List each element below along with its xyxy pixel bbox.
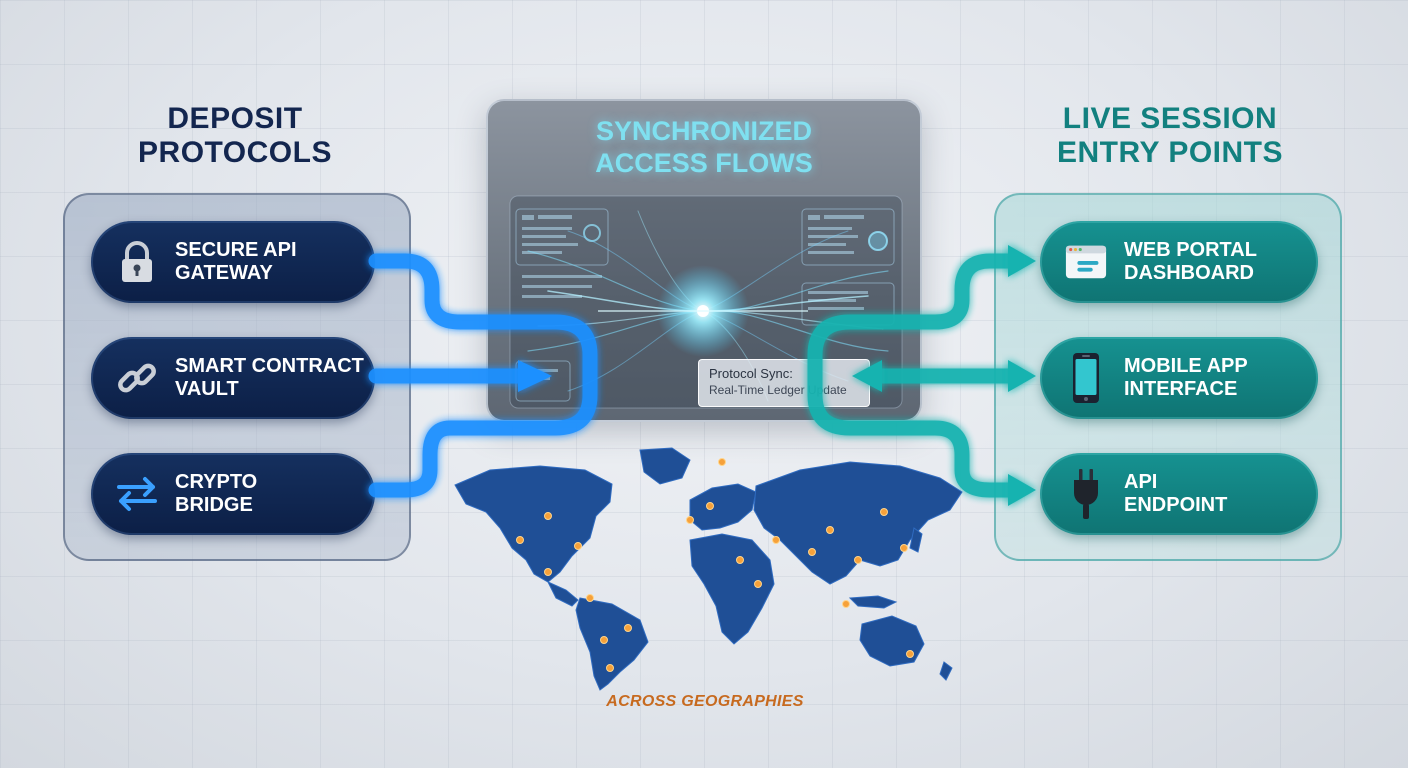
- web-portal-arrow-head: [1008, 245, 1036, 277]
- deposit-protocols-heading: DEPOSIT PROTOCOLS: [138, 102, 332, 169]
- crypto-bridge-node[interactable]: CRYPTO BRIDGE: [91, 453, 375, 535]
- network-node: [736, 556, 744, 564]
- browser-window-icon: [1064, 240, 1108, 284]
- network-node: [516, 536, 524, 544]
- south-america-landmass: [575, 597, 649, 691]
- network-node: [826, 526, 834, 534]
- deposit-protocols-panel: SECURE API GATEWAY SMART CONTRACT VAULT: [63, 193, 411, 561]
- network-node: [808, 548, 816, 556]
- europe-landmass: [689, 483, 757, 531]
- network-node: [900, 544, 908, 552]
- api-endpoint-arrow-head: [1008, 474, 1036, 506]
- deposit-flow-lines: [368, 253, 598, 498]
- greenland-landmass: [639, 447, 691, 485]
- pill-label: MOBILE APP INTERFACE: [1124, 355, 1248, 400]
- network-node: [842, 600, 850, 608]
- new-zealand-landmass: [939, 661, 953, 681]
- mobile-app-arrow-head: [1008, 360, 1036, 392]
- pill-label: SMART CONTRACT VAULT: [175, 355, 364, 400]
- network-node: [574, 542, 582, 550]
- network-node: [880, 508, 888, 516]
- chain-link-icon: [115, 356, 159, 400]
- deposit-arrow-head: [518, 360, 552, 392]
- lock-icon: [115, 240, 159, 284]
- central-america-landmass: [546, 580, 579, 607]
- japan-landmass: [909, 527, 923, 553]
- data-visualization-screen: [509, 195, 903, 409]
- north-america-landmass: [454, 465, 613, 583]
- synchronized-access-card: SYNCHRONIZED ACCESS FLOWS: [486, 99, 922, 422]
- australia-landmass: [859, 615, 925, 667]
- network-node: [686, 516, 694, 524]
- return-arrow-head: [852, 360, 882, 392]
- network-node: [606, 664, 614, 672]
- live-session-heading: LIVE SESSION ENTRY POINTS: [1056, 102, 1284, 169]
- africa-landmass: [689, 533, 775, 645]
- across-geographies-label: ACROSS GEOGRAPHIES: [606, 693, 804, 710]
- smart-contract-vault-node[interactable]: SMART CONTRACT VAULT: [91, 337, 375, 419]
- asia-landmass: [753, 461, 963, 585]
- network-node: [772, 536, 780, 544]
- exchange-arrows-icon: [115, 472, 159, 516]
- network-node: [600, 636, 608, 644]
- network-node: [854, 556, 862, 564]
- smartphone-icon: [1064, 353, 1108, 403]
- network-node: [718, 458, 726, 466]
- plug-icon: [1064, 469, 1108, 519]
- pill-label: SECURE API GATEWAY: [175, 239, 297, 284]
- network-node: [906, 650, 914, 658]
- network-node: [624, 624, 632, 632]
- pill-label: WEB PORTAL DASHBOARD: [1124, 239, 1257, 284]
- center-card-title: SYNCHRONIZED ACCESS FLOWS: [595, 116, 813, 178]
- pill-label: API ENDPOINT: [1124, 471, 1228, 516]
- mobile-app-interface-node[interactable]: MOBILE APP INTERFACE: [1040, 337, 1318, 419]
- pill-label: CRYPTO BRIDGE: [175, 471, 258, 516]
- web-portal-dashboard-node[interactable]: WEB PORTAL DASHBOARD: [1040, 221, 1318, 303]
- secure-api-gateway-node[interactable]: SECURE API GATEWAY: [91, 221, 375, 303]
- network-node: [544, 512, 552, 520]
- live-session-panel: WEB PORTAL DASHBOARD MOBILE APP INTERFAC…: [994, 193, 1342, 561]
- network-node: [544, 568, 552, 576]
- entry-flow-lines: [807, 253, 1018, 498]
- indonesia-landmass: [848, 595, 898, 609]
- network-node: [586, 594, 594, 602]
- protocol-sync-status: Protocol Sync: Real-Time Ledger Update: [698, 359, 870, 407]
- network-node: [706, 502, 714, 510]
- api-endpoint-node[interactable]: API ENDPOINT: [1040, 453, 1318, 535]
- network-node: [754, 580, 762, 588]
